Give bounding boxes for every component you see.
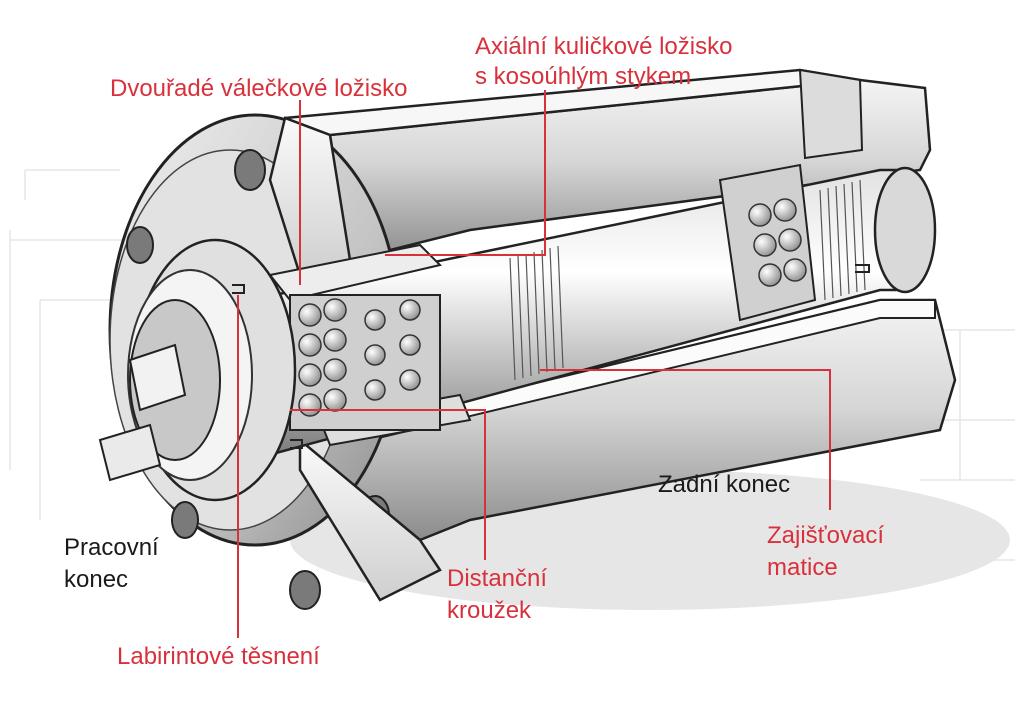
flange-bolt-hole: [234, 149, 266, 191]
flange-bolt-hole: [126, 226, 154, 264]
leader-lock-nut: [540, 369, 831, 510]
leader-spacer-ring: [290, 409, 486, 560]
shaft-key: [128, 343, 187, 412]
rear-roller-bearing: [718, 163, 817, 322]
labyrinth-seal-marks: [232, 264, 870, 449]
callout-leader-lines: [237, 90, 831, 638]
working-end-shaft-nose: [98, 238, 297, 502]
leader-axial-bearing: [385, 90, 546, 256]
label-double-roller-bearing: Dvouřadé válečkové ložisko: [110, 75, 408, 102]
bearing-outer-ring: [268, 243, 442, 302]
label-working-end-line1: Pracovní: [64, 534, 159, 561]
flange-lower-cut: [298, 437, 442, 602]
label-spacer-ring-line2: kroužek: [447, 597, 532, 624]
label-axial-bearing-line2: s kosoúhlým stykem: [475, 63, 692, 90]
label-labyrinth-seal: Labirintové těsnení: [117, 643, 320, 670]
rear-thread: [819, 179, 866, 301]
label-lock-nut-line2: matice: [767, 554, 838, 581]
label-axial-bearing-line1: Axiální kuličkové ložisko: [475, 33, 733, 60]
label-spacer-ring-line1: Distanční: [447, 565, 548, 592]
lock-nut-thread: [509, 245, 564, 381]
front-bearings: [289, 294, 441, 431]
flange-bolt-hole: [171, 501, 199, 539]
label-rear-end: Zadní konec: [658, 471, 791, 498]
label-working-end-line2: konec: [64, 566, 129, 593]
label-lock-nut-line1: Zajišťovací: [767, 522, 885, 549]
flange-bolt-hole: [289, 570, 321, 610]
shaft-key-lower: [98, 423, 162, 482]
housing-rear-step: [798, 68, 864, 160]
